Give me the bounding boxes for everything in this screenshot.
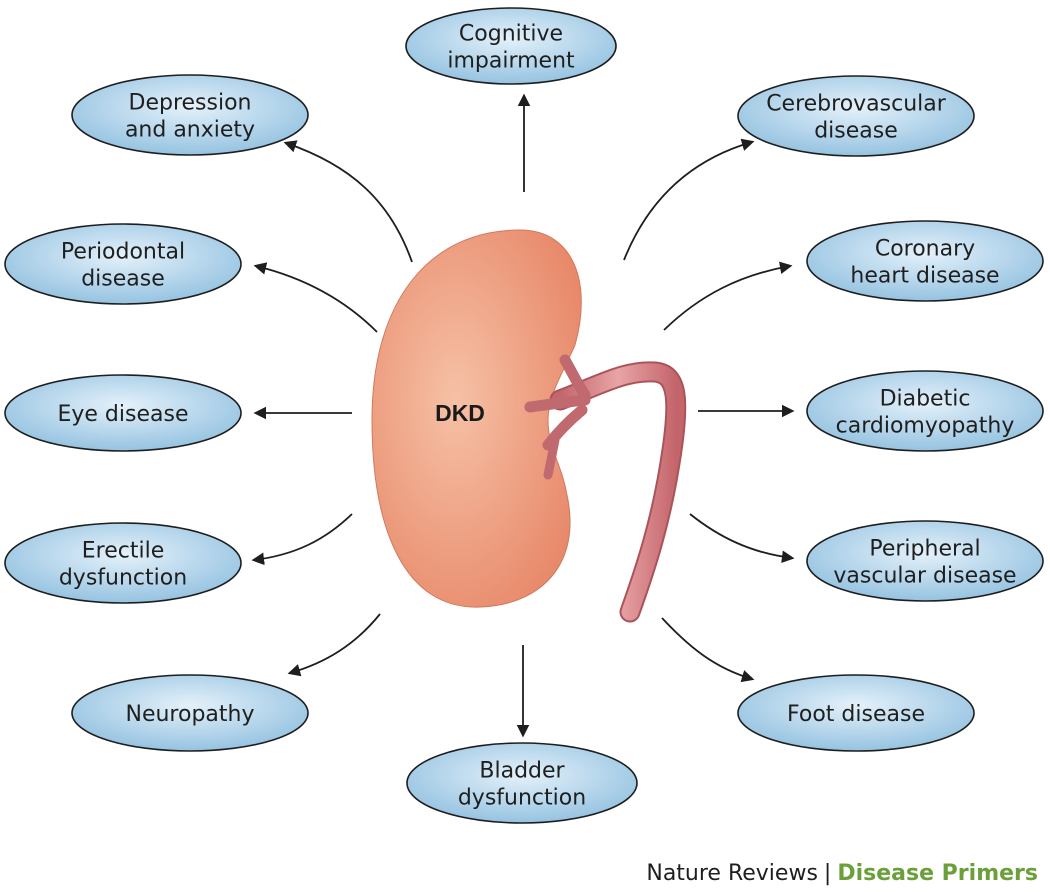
node-label-line: impairment [447,49,575,74]
credit-publisher: Nature Reviews [646,861,818,886]
node-ellipse [737,75,975,157]
node-label-line: disease [814,119,898,144]
node-ellipse [806,520,1044,602]
arrow-to-foot-disease [661,617,755,683]
credit-series: Disease Primers [837,861,1038,886]
node-foot-disease: Foot disease [737,674,975,752]
arrow-to-cerebrovascular-disease [623,138,755,261]
node-label-line: disease [81,267,165,292]
arrow-to-peripheral-vascular-disease [689,513,795,563]
node-ellipse [71,74,309,156]
node-ellipse [806,220,1044,302]
node-label-line: Coronary [875,237,975,262]
arrow-to-neuropathy [287,613,381,677]
center-label: DKD [435,400,485,426]
renal-branch-tip [543,435,560,480]
ureter-vessel-highlight [551,363,685,621]
arrow-to-periodontal-disease [253,262,378,333]
kidney-illustration: DKD [371,229,687,623]
node-ellipse [806,370,1044,452]
node-neuropathy: Neuropathy [71,674,309,752]
arrow-to-depression-and-anxiety [283,140,413,263]
node-label-line: dysfunction [458,786,586,811]
node-ellipse [737,674,975,752]
credit-separator: | [823,861,832,886]
node-label-line: Cerebrovascular [766,92,947,117]
node-ellipse [405,7,617,85]
arrow-to-coronary-heart-disease [663,261,793,331]
kidney-shape [371,229,582,608]
node-label-line: Neuropathy [126,702,255,727]
node-label-line: cardiomyopathy [836,414,1015,439]
node-ellipse [71,674,309,752]
publisher-credit: Nature Reviews|Disease Primers [646,861,1038,886]
node-label-line: and anxiety [125,118,255,143]
node-label-line: Depression [129,91,252,116]
node-label-line: vascular disease [833,564,1016,589]
arrow-to-erectile-dysfunction [251,513,353,566]
node-label-line: Periodontal [61,240,185,265]
renal-branch-upper [559,354,591,401]
node-label-line: dysfunction [59,566,187,591]
node-eye-disease: Eye disease [4,374,242,452]
node-label-line: Cognitive [459,22,563,47]
node-label-line: heart disease [850,264,999,289]
node-ellipse [4,223,242,305]
node-label-line: Peripheral [869,537,980,562]
node-label-line: Diabetic [880,387,971,412]
node-ellipse [4,522,242,604]
node-label-line: Foot disease [787,702,925,727]
arrows-group [251,93,795,738]
node-label-line: Bladder [479,759,565,784]
node-ellipse [406,742,638,824]
node-ellipse [4,374,242,452]
node-label-line: Erectile [82,539,164,564]
node-label-line: Eye disease [57,402,188,427]
renal-branch-mid [524,394,591,413]
